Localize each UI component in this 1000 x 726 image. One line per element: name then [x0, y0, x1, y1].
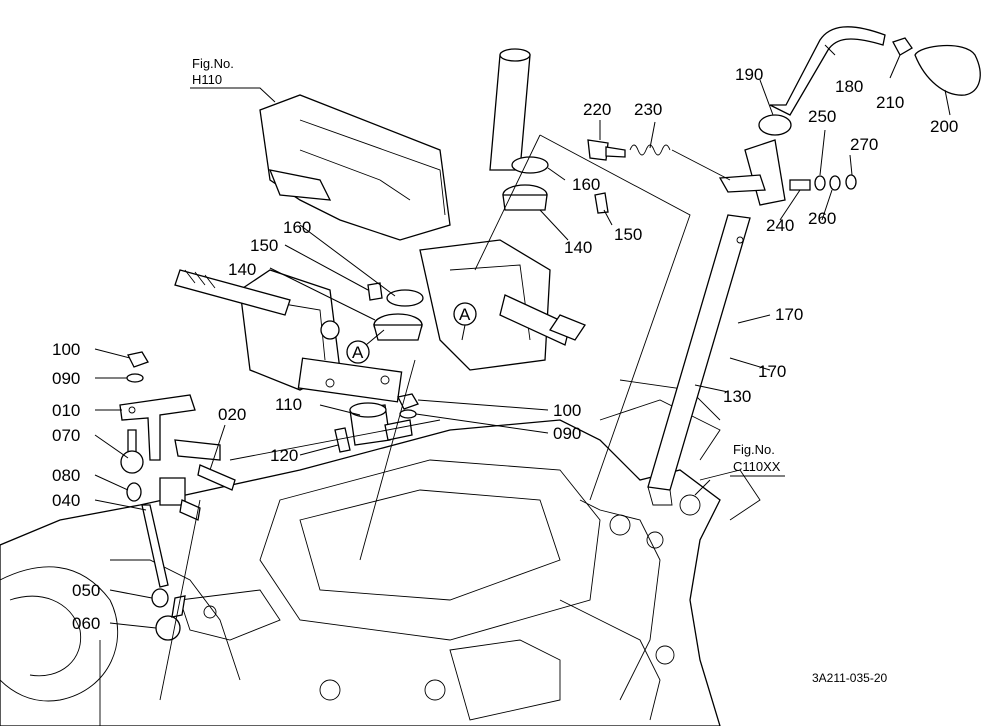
knob-200	[914, 44, 981, 96]
leader-lines	[94, 44, 951, 629]
figure-ref-c110xx: Fig.No. C110XX	[730, 442, 785, 477]
label-040: 040	[52, 491, 80, 510]
label-110: 110	[275, 395, 302, 414]
upper-bracket-frame	[239, 94, 551, 403]
part-labels: 190 180 210 200 220 230 250 270 160 150 …	[52, 65, 958, 633]
pin-020	[197, 464, 236, 491]
figure-ref-h110: Fig.No. H110	[192, 56, 234, 87]
right-shaft	[499, 294, 586, 346]
pin-120	[334, 427, 351, 453]
support-tube	[489, 48, 531, 171]
label-250: 250	[808, 107, 836, 126]
washer-090-b	[399, 409, 417, 419]
label-240: 240	[766, 216, 794, 235]
label-130: 130	[723, 387, 751, 406]
label-100-left: 100	[52, 340, 80, 359]
label-090-right: 090	[553, 424, 581, 443]
fig-c110xx-line2: C110XX	[733, 459, 781, 474]
nut-100-a	[127, 351, 149, 368]
label-060: 060	[72, 614, 100, 633]
label-050: 050	[72, 581, 100, 600]
bushing-group-left	[320, 282, 424, 341]
label-150-right: 150	[614, 225, 642, 244]
label-100-right: 100	[553, 401, 581, 420]
label-180: 180	[835, 77, 863, 96]
nut-210	[892, 37, 913, 56]
label-260: 260	[808, 209, 836, 228]
label-160-left: 160	[283, 218, 311, 237]
drawing-code: 3A211-035-20	[812, 671, 887, 685]
label-170-upper: 170	[775, 305, 803, 324]
fig-h110-line1: Fig.No.	[192, 56, 234, 71]
selector-shaft-130	[647, 214, 751, 506]
label-070: 070	[52, 426, 80, 445]
reference-lines	[99, 134, 691, 726]
label-210: 210	[876, 93, 904, 112]
pin-240-washers	[789, 174, 857, 191]
nut-080	[126, 482, 142, 502]
label-120: 120	[270, 446, 298, 465]
label-140-left: 140	[228, 260, 256, 279]
callout-a-right-text: A	[459, 305, 471, 324]
bracket-010	[119, 394, 221, 461]
collar-110	[349, 402, 413, 446]
spring-230	[629, 144, 731, 181]
label-220: 220	[583, 100, 611, 119]
horizontal-shaft	[174, 269, 291, 316]
label-200: 200	[930, 117, 958, 136]
label-020: 020	[218, 405, 246, 424]
callout-a-right: A	[453, 302, 477, 341]
ball-joint-070	[120, 429, 144, 474]
washer-090-a	[126, 373, 144, 383]
label-190: 190	[735, 65, 763, 84]
callout-a-left-text: A	[352, 343, 364, 362]
label-230: 230	[634, 100, 662, 119]
nut-100-b	[397, 393, 419, 410]
rod-040	[141, 504, 169, 588]
bolt-220	[587, 139, 626, 161]
label-170-lower: 170	[758, 362, 786, 381]
fig-h110-line2: H110	[192, 72, 222, 87]
label-270: 270	[850, 135, 878, 154]
label-160-right: 160	[572, 175, 600, 194]
label-140-right: 140	[564, 238, 592, 257]
label-010: 010	[52, 401, 80, 420]
gear-lever-180	[718, 26, 886, 206]
fig-c110xx-line1: Fig.No.	[733, 442, 775, 457]
label-090-left: 090	[52, 369, 80, 388]
arm-link	[159, 477, 201, 521]
nut-050	[151, 588, 169, 608]
label-150-left: 150	[250, 236, 278, 255]
callout-a-left: A	[346, 329, 385, 364]
label-080: 080	[52, 466, 80, 485]
